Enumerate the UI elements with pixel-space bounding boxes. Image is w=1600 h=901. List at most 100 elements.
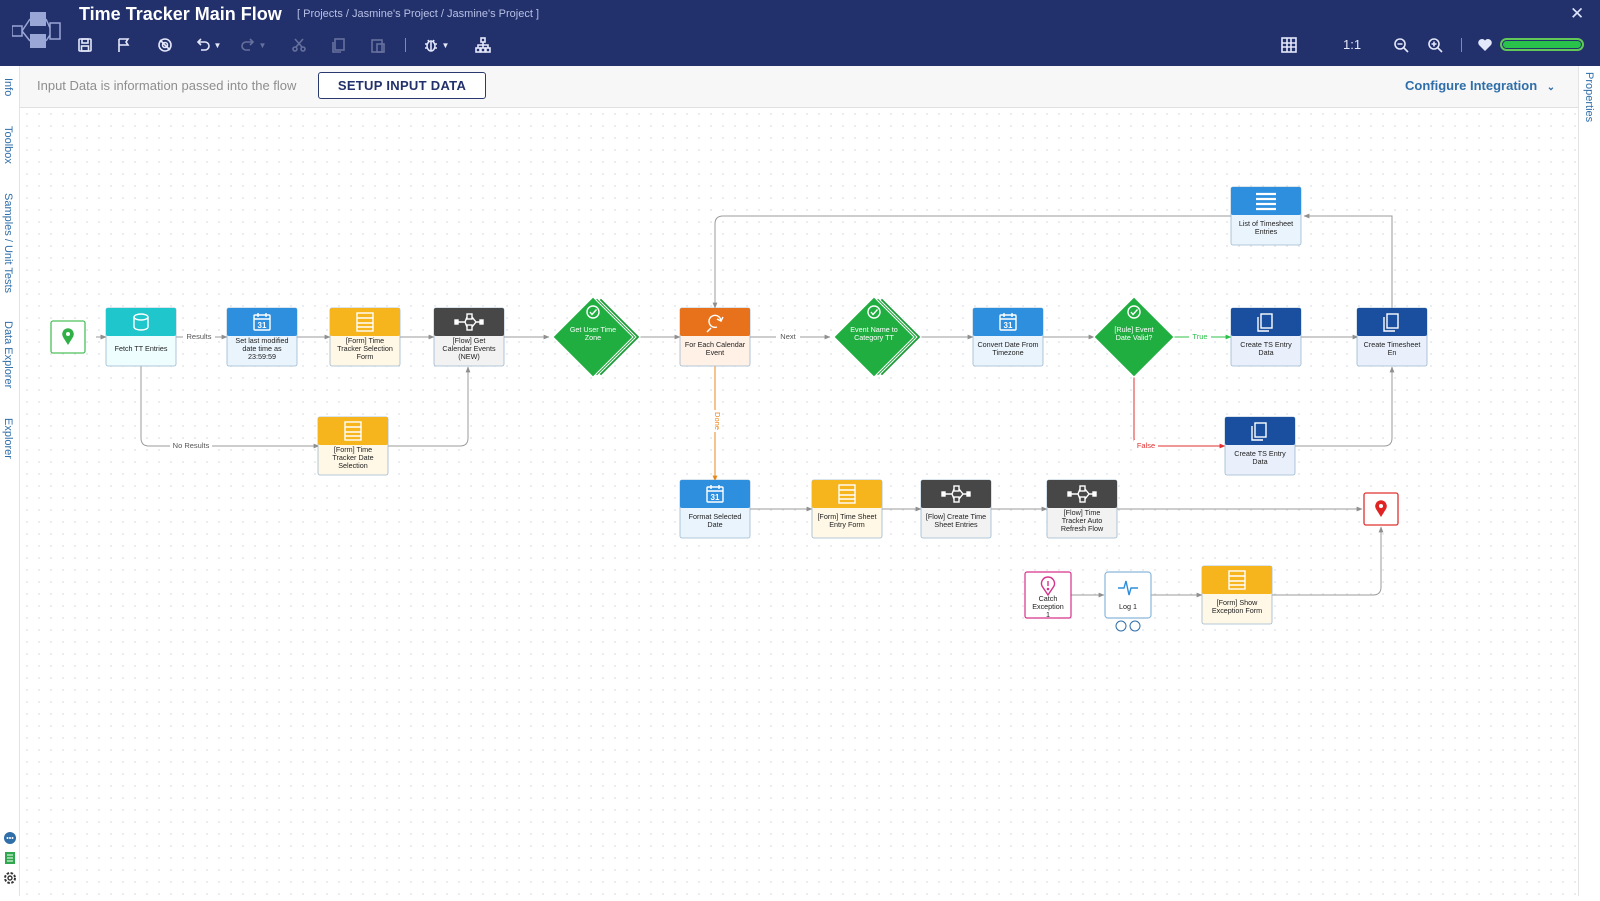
configure-integration-label: Configure Integration <box>1405 78 1538 93</box>
test-run-button[interactable] <box>155 34 175 56</box>
bookmark-icon[interactable] <box>1129 620 1141 632</box>
end-pin-icon <box>1375 500 1387 517</box>
flow-canvas[interactable]: Results No Results Next Done True False … <box>21 108 1578 896</box>
save-button[interactable] <box>75 34 95 56</box>
grid-toggle-button[interactable] <box>1279 34 1299 56</box>
flow-node-start[interactable] <box>50 320 86 354</box>
node-label: [Form] Time <box>346 336 384 345</box>
tab-toolbox[interactable]: Toolbox <box>2 126 14 164</box>
zoom-out-icon <box>1394 38 1409 53</box>
node-label: Catch <box>1039 594 1058 603</box>
node-label: Tracker Auto <box>1062 516 1102 525</box>
node-label: Create TS Entry <box>1240 340 1292 349</box>
tab-info[interactable]: Info <box>2 78 14 97</box>
node-label: [Flow] Get <box>453 336 486 345</box>
flow-node-log[interactable]: Log 1 <box>1104 571 1152 619</box>
node-label: Event <box>706 348 724 357</box>
flow-node-end[interactable] <box>1363 492 1399 526</box>
node-label: Tracker Selection <box>337 344 393 353</box>
redo-button[interactable]: ▼ <box>238 34 268 56</box>
cut-button[interactable] <box>289 34 309 56</box>
node-label: [Flow] Create Time <box>926 512 986 521</box>
connector-label-done: Done <box>713 412 722 430</box>
node-label: Format Selected <box>689 512 742 521</box>
connector-label-false: False <box>1137 441 1155 450</box>
tab-data-explorer[interactable]: Data Explorer <box>2 321 14 389</box>
svg-text:31: 31 <box>1004 321 1013 330</box>
connector-no-results[interactable] <box>140 365 320 449</box>
node-label: date time as <box>242 344 282 353</box>
close-button[interactable]: ✕ <box>1570 4 1585 23</box>
toolbar-divider <box>405 38 406 52</box>
form-icon <box>356 312 374 332</box>
connector-label-next: Next <box>780 332 796 341</box>
node-label: Set last modified <box>235 336 288 345</box>
connector-false[interactable] <box>1133 376 1226 449</box>
list-icon <box>1256 192 1276 211</box>
health-progress-bar <box>1500 38 1584 51</box>
tab-properties[interactable]: Properties <box>1583 72 1595 123</box>
configure-integration-dropdown[interactable]: Configure Integration ⌄ <box>1405 78 1555 93</box>
connector-label-no-results: No Results <box>173 441 210 450</box>
document-icon[interactable] <box>2 850 18 866</box>
subflow-icon <box>1067 485 1097 503</box>
connector-to-list[interactable] <box>1303 213 1393 309</box>
flow-node-fetch[interactable]: Fetch TT Entries <box>105 307 177 367</box>
debug-button[interactable]: ▼ <box>420 34 452 56</box>
zoom-out-button[interactable] <box>1391 34 1411 56</box>
connector[interactable] <box>1271 526 1384 596</box>
page-title: Time Tracker Main Flow <box>79 4 282 24</box>
node-label: 1 <box>1046 610 1050 619</box>
paste-button[interactable] <box>368 34 388 56</box>
flow-diagram: Results No Results Next Done True False … <box>50 186 1428 632</box>
node-label: Convert Date From <box>977 340 1038 349</box>
node-label: Entries <box>1255 227 1278 236</box>
zoom-reset-button[interactable]: 1:1 <box>1343 37 1362 52</box>
node-label: Entry Form <box>829 520 865 529</box>
connector[interactable] <box>1294 366 1395 447</box>
node-label: Event Name to <box>850 325 898 334</box>
input-data-hint: Input Data is information passed into th… <box>37 78 297 93</box>
tab-samples-unit-tests[interactable]: Samples / Unit Tests <box>2 193 14 294</box>
node-label: 23:59:59 <box>248 352 276 361</box>
settings-icon[interactable] <box>2 870 18 886</box>
undo-button[interactable]: ▼ <box>193 34 223 56</box>
chat-icon[interactable] <box>2 830 18 846</box>
save-icon <box>78 38 92 52</box>
form-icon <box>1228 570 1246 590</box>
connector-loop-back[interactable] <box>712 215 1231 309</box>
node-label: Data <box>1258 348 1273 357</box>
setup-input-data-button[interactable]: SETUP INPUT DATA <box>318 72 486 99</box>
flag-button[interactable] <box>114 34 134 56</box>
info-icon[interactable] <box>1115 620 1127 632</box>
calendar-icon: 31 <box>253 313 271 331</box>
copy-button[interactable] <box>329 34 349 56</box>
org-chart-button[interactable] <box>473 34 493 56</box>
health-button[interactable] <box>1476 34 1494 56</box>
tab-explorer[interactable]: Explorer <box>2 418 14 459</box>
connector-label-results: Results <box>186 332 211 341</box>
org-chart-icon <box>475 37 491 53</box>
zoom-in-button[interactable] <box>1425 34 1445 56</box>
undo-icon <box>196 38 210 51</box>
connector[interactable] <box>388 366 471 447</box>
